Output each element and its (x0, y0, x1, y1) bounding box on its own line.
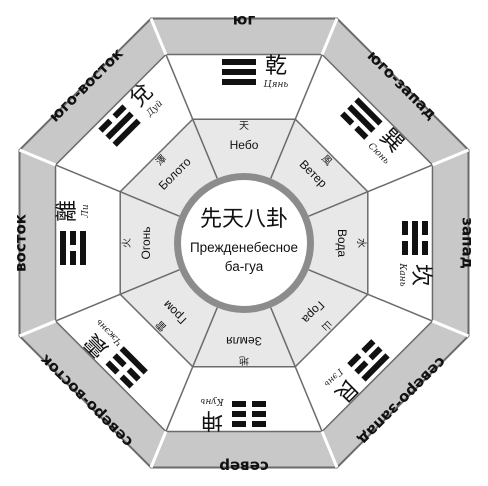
element-character: 火 (121, 238, 133, 248)
direction-label: север (219, 458, 269, 476)
element-name: Земля (226, 334, 262, 348)
yin-line-left (252, 411, 266, 417)
yin-line-right (422, 241, 428, 255)
yin-line-right (105, 360, 120, 375)
outer-band-divider (320, 430, 339, 469)
yin-line-left (422, 221, 428, 235)
yin-line-left (126, 367, 141, 382)
yang-line (354, 97, 383, 126)
trigram-symbol (98, 104, 141, 147)
trigram-symbol (402, 221, 428, 255)
element-character: 天 (239, 121, 249, 132)
yin-line-right (70, 231, 76, 245)
trigram-symbol (60, 231, 86, 265)
yang-line (105, 111, 134, 140)
direction-label: юг (233, 11, 256, 29)
sector-divider (308, 269, 433, 322)
center-title-line2: ба-гуа (225, 259, 264, 274)
center-inner-circle (181, 180, 307, 306)
element-name: Вода (335, 229, 349, 257)
yin-line-left (402, 221, 408, 235)
yin-line-left (361, 339, 376, 354)
yin-line-left (252, 421, 266, 427)
yin-line-right (232, 401, 246, 407)
direction-label: запад (459, 217, 477, 268)
trigram-character: 坎 (408, 264, 433, 286)
trigram-name: Цянь (264, 80, 289, 90)
element-character: 水 (355, 238, 367, 248)
yin-line-left (368, 346, 383, 361)
trigram-symbol (347, 339, 390, 382)
trigram-name: Ли (81, 204, 91, 219)
trigram-symbol (232, 401, 266, 427)
outer-band-divider (149, 17, 168, 56)
sector-divider (270, 54, 323, 179)
sector-divider (55, 269, 180, 322)
trigram-name: Кань (397, 262, 407, 286)
direction-label: восток (12, 214, 30, 272)
yin-line-left (252, 401, 266, 407)
yin-line-left (70, 251, 76, 265)
yin-line-right (347, 353, 362, 368)
trigram-symbol (340, 97, 383, 140)
trigram-character: 坤 (201, 407, 223, 432)
outer-band-divider (18, 319, 57, 338)
yang-line (119, 346, 148, 375)
yin-line-left (119, 374, 134, 389)
center-characters: 先天八卦 (200, 207, 288, 232)
outer-band-divider (149, 430, 168, 469)
sector-divider (165, 54, 218, 179)
trigram-name: Кунь (200, 396, 224, 406)
yang-line (412, 221, 418, 255)
outer-band-divider (320, 17, 339, 56)
trigram-character: 離 (55, 200, 80, 222)
outer-band-divider (18, 148, 57, 167)
sector-divider (270, 307, 323, 432)
trigram-lines (60, 59, 428, 427)
yang-line (347, 104, 376, 133)
element-name: Огонь (139, 227, 153, 260)
yang-line (80, 231, 86, 265)
yin-line-left (98, 118, 113, 133)
yin-line-right (232, 421, 246, 427)
yin-line-left (340, 111, 355, 126)
trigram-character: 乾 (265, 54, 287, 79)
yang-line (222, 79, 256, 85)
yang-line (112, 118, 141, 147)
center-title-line1: Прежденебесное (190, 240, 298, 255)
yin-line-right (112, 353, 127, 368)
yang-line (222, 59, 256, 65)
yang-line (222, 69, 256, 75)
sector-divider (55, 164, 180, 217)
outer-band-divider (431, 148, 470, 167)
yin-line-right (354, 360, 369, 375)
yin-line-right (112, 104, 127, 119)
trigram-symbol (105, 346, 148, 389)
element-character: 地 (239, 354, 249, 367)
yin-line-right (232, 411, 246, 417)
outer-band-divider (431, 319, 470, 338)
yin-line-right (354, 125, 369, 140)
element-name: Небо (230, 138, 259, 152)
yang-line (361, 353, 390, 382)
yang-line (60, 231, 66, 265)
yin-line-right (402, 241, 408, 255)
sector-divider (308, 164, 433, 217)
trigram-symbol (222, 59, 256, 85)
sector-divider (165, 307, 218, 432)
